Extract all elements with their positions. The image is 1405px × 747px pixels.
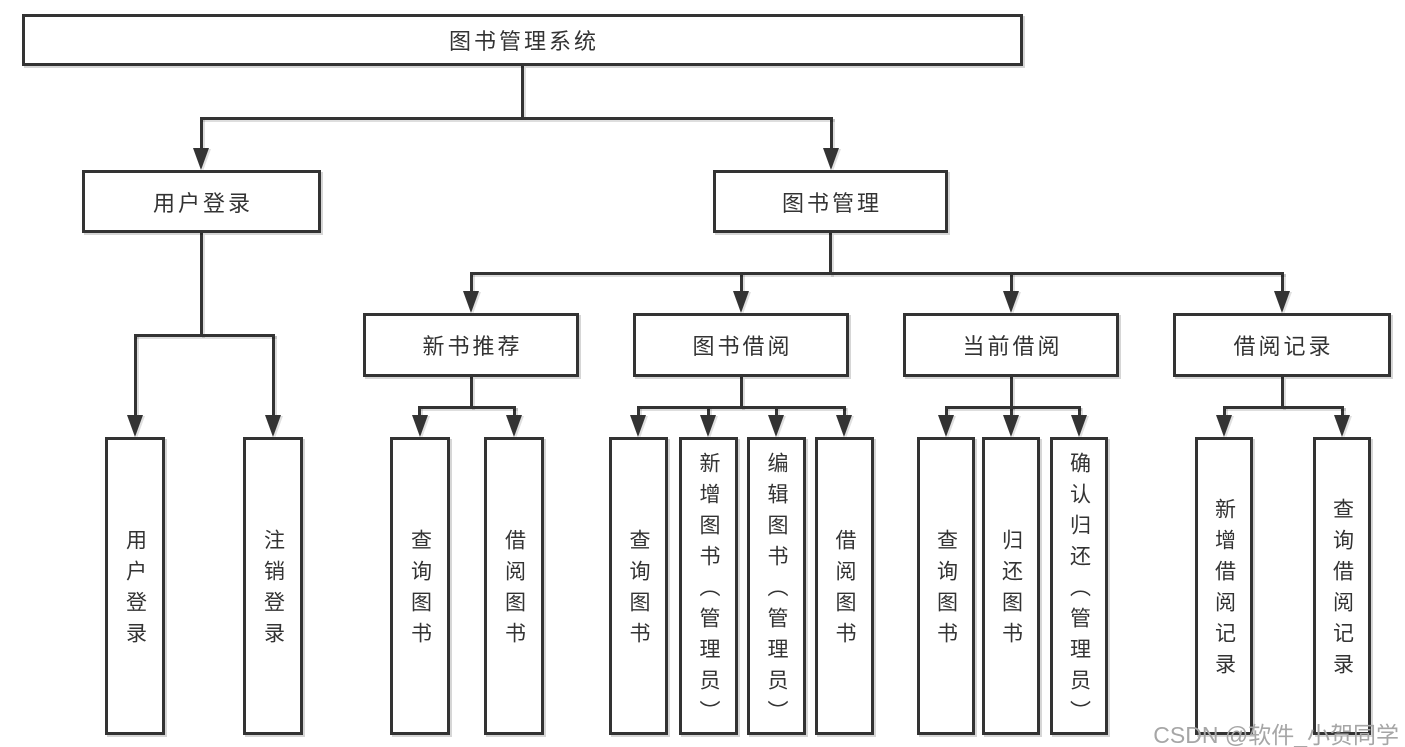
node-user-login-label: 用户登录 — [152, 190, 253, 216]
connector-vline — [521, 66, 524, 118]
connector-vline — [1010, 377, 1013, 408]
connector-vline — [1010, 406, 1013, 417]
connector-vline — [829, 233, 832, 275]
arrowhead-down-icon — [1274, 291, 1290, 313]
connector-vline — [1078, 406, 1081, 417]
connector-vline — [637, 406, 640, 417]
arrowhead-down-icon — [700, 415, 716, 437]
connector-vline — [272, 334, 275, 416]
connector-vline — [1281, 377, 1284, 408]
node-edit-books-admin: 编辑图书（管理员） — [747, 437, 806, 735]
node-query-books-recommend: 查询图书 — [390, 437, 450, 735]
arrowhead-down-icon — [823, 148, 839, 170]
connector-vline — [1341, 406, 1344, 417]
connector-vline — [775, 406, 778, 417]
arrowhead-down-icon — [1216, 415, 1232, 437]
node-new-book-recommendation: 新书推荐 — [363, 313, 579, 377]
node-edit-books-admin-label: 编辑图书（管理员） — [765, 451, 788, 731]
node-return-books: 归还图书 — [982, 437, 1040, 735]
connector-vline — [830, 117, 833, 149]
arrowhead-down-icon — [938, 415, 954, 437]
connector-vline — [200, 233, 203, 336]
node-library-management-system: 图书管理系统 — [22, 14, 1023, 66]
connector-vline — [843, 406, 846, 417]
connector-hline — [1223, 406, 1344, 409]
arrowhead-down-icon — [1003, 291, 1019, 313]
arrowhead-down-icon — [506, 415, 522, 437]
connector-hline — [470, 272, 1284, 275]
node-borrow-books-borrowing-label: 借阅图书 — [833, 529, 856, 653]
connector-vline — [200, 117, 203, 149]
node-add-borrow-record: 新增借阅记录 — [1195, 437, 1253, 735]
connector-vline — [740, 272, 743, 293]
connector-hline — [419, 406, 516, 409]
arrowhead-down-icon — [412, 415, 428, 437]
node-user-login-leaf-label: 用户登录 — [123, 529, 147, 653]
connector-vline — [470, 272, 473, 293]
node-borrowing-records-label: 借阅记录 — [1233, 334, 1334, 359]
node-book-management: 图书管理 — [713, 170, 948, 233]
node-query-books-borrowing-label: 查询图书 — [627, 529, 650, 653]
node-add-books-admin: 新增图书（管理员） — [679, 437, 738, 735]
connector-vline — [418, 406, 421, 417]
arrowhead-down-icon — [463, 291, 479, 313]
connector-vline — [740, 377, 743, 408]
arrowhead-down-icon — [768, 415, 784, 437]
arrowhead-down-icon — [630, 415, 646, 437]
node-book-borrowing: 图书借阅 — [633, 313, 849, 377]
node-book-management-label: 图书管理 — [781, 190, 882, 216]
node-borrowing-records: 借阅记录 — [1173, 313, 1391, 377]
node-query-books-current: 查询图书 — [917, 437, 975, 735]
arrowhead-down-icon — [733, 291, 749, 313]
node-return-books-label: 归还图书 — [999, 529, 1023, 653]
arrowhead-down-icon — [127, 415, 143, 437]
node-query-borrow-record-label: 查询借阅记录 — [1330, 498, 1354, 684]
connector-hline — [134, 334, 275, 337]
connector-vline — [707, 406, 710, 417]
node-book-borrowing-label: 图书借阅 — [692, 334, 793, 359]
arrowhead-down-icon — [1071, 415, 1087, 437]
node-add-books-admin-label: 新增图书（管理员） — [697, 451, 720, 731]
arrowhead-down-icon — [265, 415, 281, 437]
node-user-login: 用户登录 — [82, 170, 321, 233]
connector-vline — [1010, 272, 1013, 293]
node-query-books-current-label: 查询图书 — [934, 529, 958, 653]
connector-hline — [200, 117, 833, 120]
node-library-management-system-label: 图书管理系统 — [448, 29, 599, 54]
arrowhead-down-icon — [836, 415, 852, 437]
node-current-borrowing-label: 当前借阅 — [962, 334, 1063, 359]
node-borrow-books-borrowing: 借阅图书 — [815, 437, 874, 735]
connector-vline — [513, 406, 516, 417]
connector-vline — [134, 334, 137, 416]
node-query-books-borrowing: 查询图书 — [609, 437, 668, 735]
node-query-books-recommend-label: 查询图书 — [408, 529, 432, 653]
node-user-login-leaf: 用户登录 — [105, 437, 165, 735]
node-logout-leaf-label: 注销登录 — [261, 529, 285, 653]
node-logout-leaf: 注销登录 — [243, 437, 303, 735]
node-borrow-books-recommend: 借阅图书 — [484, 437, 544, 735]
csdn-watermark: CSDN @软件_小贺同学 — [1153, 722, 1399, 747]
connector-vline — [945, 406, 948, 417]
node-confirm-return-admin: 确认归还（管理员） — [1050, 437, 1108, 735]
node-current-borrowing: 当前借阅 — [903, 313, 1119, 377]
node-confirm-return-admin-label: 确认归还（管理员） — [1067, 451, 1091, 731]
node-add-borrow-record-label: 新增借阅记录 — [1212, 498, 1236, 684]
connector-vline — [470, 377, 473, 408]
connector-hline — [637, 406, 845, 409]
node-borrow-books-recommend-label: 借阅图书 — [502, 529, 526, 653]
node-query-borrow-record: 查询借阅记录 — [1313, 437, 1371, 735]
node-new-book-recommendation-label: 新书推荐 — [422, 334, 523, 359]
connector-vline — [1223, 406, 1226, 417]
connector-vline — [1281, 272, 1284, 293]
connector-hline — [945, 406, 1080, 409]
arrowhead-down-icon — [193, 148, 209, 170]
arrowhead-down-icon — [1003, 415, 1019, 437]
arrowhead-down-icon — [1334, 415, 1350, 437]
